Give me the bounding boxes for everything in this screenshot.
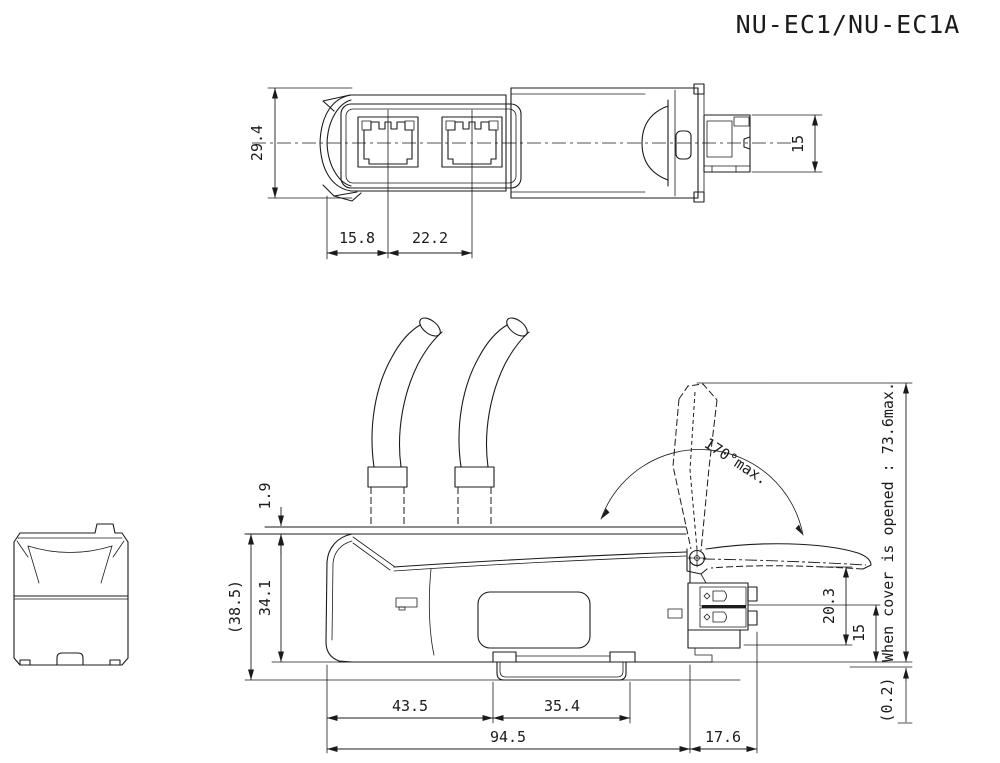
page-title: NU-EC1/NU-EC1A (736, 10, 961, 39)
dim-35-4: 35.4 (544, 697, 580, 715)
dim-15-side: 15 (850, 624, 868, 642)
dim-lever-drop: 20.3 (743, 566, 853, 646)
cover-hinge (686, 548, 708, 584)
top-view-connector (703, 114, 751, 173)
dim-29-4: 29.4 (248, 125, 266, 161)
dim-17-6: 17.6 (705, 728, 741, 746)
dim-15-8: 15.8 (339, 229, 375, 247)
note-cover-open: When cover is opened : 73.6max. (879, 382, 897, 662)
dim-38-5: (38.5) (226, 580, 244, 634)
dim-overall-height: (38.5) (226, 534, 254, 680)
top-view-hinge-curve (641, 89, 692, 197)
dim-34-1: 34.1 (256, 580, 274, 616)
din-notch (56, 652, 84, 666)
din-rail-clip (492, 651, 636, 681)
dim-top-height: 29.4 (248, 87, 353, 199)
cover-opened (672, 383, 718, 552)
cover-latch-top (675, 130, 692, 160)
cover-closed-lever (702, 543, 872, 570)
side-view-connector (687, 582, 758, 663)
dim-cover-open: When cover is opened : 73.6max. (696, 382, 913, 662)
dim-15-top: 15 (789, 135, 807, 153)
dim-94-5: 94.5 (490, 728, 526, 746)
side-view-body (325, 533, 713, 663)
dim-20-3: 20.3 (820, 588, 838, 624)
dim-22-2: 22.2 (412, 229, 448, 247)
rj45-housing (340, 103, 522, 189)
cable-2 (454, 317, 530, 528)
top-view: 29.4 15.8 22.2 15 (248, 83, 823, 260)
dim-port-positions: 15.8 22.2 (326, 195, 472, 260)
dim-bottom: 43.5 35.4 94.5 17.6 (326, 631, 758, 754)
end-view (13, 523, 129, 666)
cable-1 (367, 317, 443, 528)
side-button (395, 597, 418, 608)
top-view-body (350, 83, 705, 203)
dim-0-2: (0.2) (878, 677, 896, 722)
cable-boot-1 (367, 466, 408, 488)
dim-1-9: 1.9 (256, 482, 274, 509)
dim-side-connector: 15 (711, 604, 913, 663)
cover-angle-arc: 170°max. (600, 434, 804, 536)
dim-rail-gap: (0.2) (849, 666, 913, 724)
dim-170max: 170°max. (701, 434, 771, 488)
dim-top-connector: 15 (751, 114, 823, 173)
label-recess (477, 591, 591, 649)
dim-boot-offset: 1.9 (256, 482, 284, 555)
dim-body-height: 34.1 (256, 534, 340, 663)
side-view: 170°max. 1.9 34.1 (226, 317, 913, 754)
cable-boot-2 (454, 466, 495, 488)
dim-43-5: 43.5 (392, 697, 428, 715)
